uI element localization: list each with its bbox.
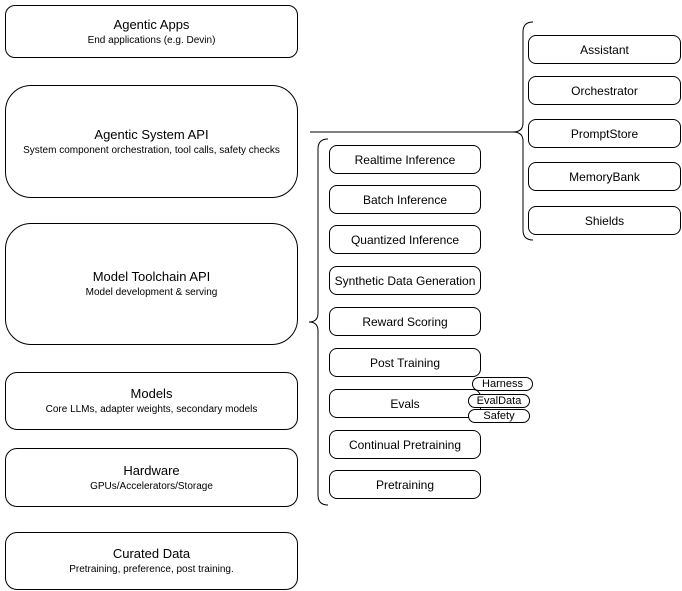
toolchain-services-brace (308, 138, 329, 506)
evals-pill-harness: Harness (472, 377, 533, 391)
service-box-reward-scoring: Reward Scoring (329, 307, 481, 336)
layer-subtitle: System component orchestration, tool cal… (23, 144, 280, 156)
layer-title: Hardware (123, 462, 180, 478)
service-box-continual-pretraining: Continual Pretraining (329, 430, 481, 459)
layer-curated-data: Curated Data Pretraining, preference, po… (5, 532, 298, 590)
layer-subtitle: Model development & serving (85, 287, 218, 298)
layer-models: Models Core LLMs, adapter weights, secon… (5, 372, 298, 430)
layer-title: Models (130, 386, 173, 401)
service-box-realtime-inference: Realtime Inference (329, 145, 481, 174)
service-box-quantized-inference: Quantized Inference (329, 225, 481, 254)
service-box-synthetic-data-generation: Synthetic Data Generation (329, 266, 481, 295)
evals-pill-evaldata: EvalData (468, 394, 530, 408)
layer-hardware: Hardware GPUs/Accelerators/Storage (5, 448, 298, 507)
layer-subtitle: GPUs/Accelerators/Storage (90, 480, 213, 492)
component-box-shields: Shields (528, 206, 681, 235)
system-components-brace (512, 21, 534, 241)
layer-subtitle: Pretraining, preference, post training. (69, 564, 234, 575)
service-box-batch-inference: Batch Inference (329, 185, 481, 214)
component-box-orchestrator: Orchestrator (528, 76, 681, 105)
layer-title: Model Toolchain API (92, 269, 211, 284)
layer-agentic-apps: Agentic Apps End applications (e.g. Devi… (5, 5, 298, 58)
service-box-evals: Evals (329, 389, 481, 418)
component-box-memorybank: MemoryBank (528, 162, 681, 191)
service-box-pretraining: Pretraining (329, 470, 481, 499)
layer-title: Curated Data (112, 546, 191, 561)
layer-subtitle: End applications (e.g. Devin) (87, 34, 216, 46)
layer-agentic-system-api: Agentic System API System component orch… (5, 85, 298, 198)
layer-model-toolchain-api: Model Toolchain API Model development & … (5, 223, 298, 345)
component-box-promptstore: PromptStore (528, 119, 681, 148)
layer-title: Agentic Apps (113, 16, 190, 32)
layer-title: Agentic System API (94, 126, 209, 142)
layer-subtitle: Core LLMs, adapter weights, secondary mo… (45, 404, 258, 415)
service-box-post-training: Post Training (329, 348, 481, 377)
component-box-assistant: Assistant (528, 35, 681, 64)
evals-pill-safety: Safety (468, 409, 530, 423)
